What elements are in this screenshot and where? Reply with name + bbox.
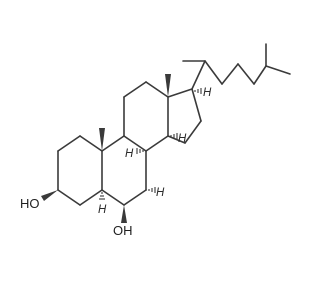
c10-methyl-wedge	[99, 128, 105, 151]
ring-b	[101, 135, 147, 206]
c6-oh-wedge	[121, 205, 127, 223]
ho-c3-label: HO	[20, 196, 40, 211]
ring-a	[57, 135, 103, 206]
h-c14-label: H	[178, 133, 187, 145]
h-c17-label: H	[203, 87, 212, 99]
h-c9-label: H	[125, 148, 134, 160]
c13-methyl-wedge	[165, 74, 171, 97]
c8-h-hash	[148, 187, 156, 193]
side-chain	[182, 43, 291, 90]
c5-h-hash	[99, 192, 105, 200]
h-c8-label: H	[156, 187, 165, 199]
c9-h-hash	[136, 148, 144, 154]
h-c5-label: H	[98, 204, 107, 216]
oh-c6-label: OH	[113, 223, 133, 238]
c14-h-hash	[170, 133, 178, 139]
c17-h-hash	[194, 88, 202, 94]
steroid-structure-diagram: HO OH H H H H H	[20, 43, 291, 238]
ring-d	[167, 88, 202, 144]
ring-c	[123, 81, 169, 152]
c3-oh-wedge	[41, 190, 58, 201]
